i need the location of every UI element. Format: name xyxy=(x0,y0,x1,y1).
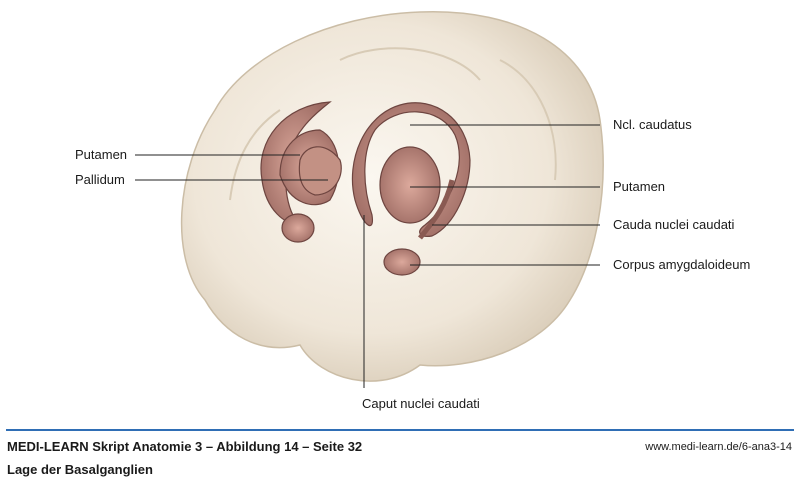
basal-ganglia-illustration xyxy=(135,11,604,388)
label-putamen-left: Putamen xyxy=(75,147,128,162)
left-nuclei xyxy=(260,101,342,243)
label-caput-nuclei-caudati: Caput nuclei caudati xyxy=(362,396,480,411)
leader-lines xyxy=(135,124,600,388)
footer-url-link[interactable]: www.medi-learn.de/6-ana3-14 xyxy=(645,441,792,453)
right-nuclei xyxy=(351,102,471,276)
label-corpus-amygdaloideum: Corpus amygdaloideum xyxy=(613,257,751,272)
divider-line xyxy=(6,429,794,431)
label-cauda-nuclei-caudati: Cauda nuclei caudati xyxy=(613,217,735,232)
figure-caption: Lage der Basalganglien xyxy=(7,462,153,477)
label-ncl-caudatus: Ncl. caudatus xyxy=(613,117,692,132)
label-pallidum: Pallidum xyxy=(75,172,125,187)
footer-title: MEDI-LEARN Skript Anatomie 3 – Abbildung… xyxy=(7,439,363,454)
label-putamen-right: Putamen xyxy=(613,179,666,194)
